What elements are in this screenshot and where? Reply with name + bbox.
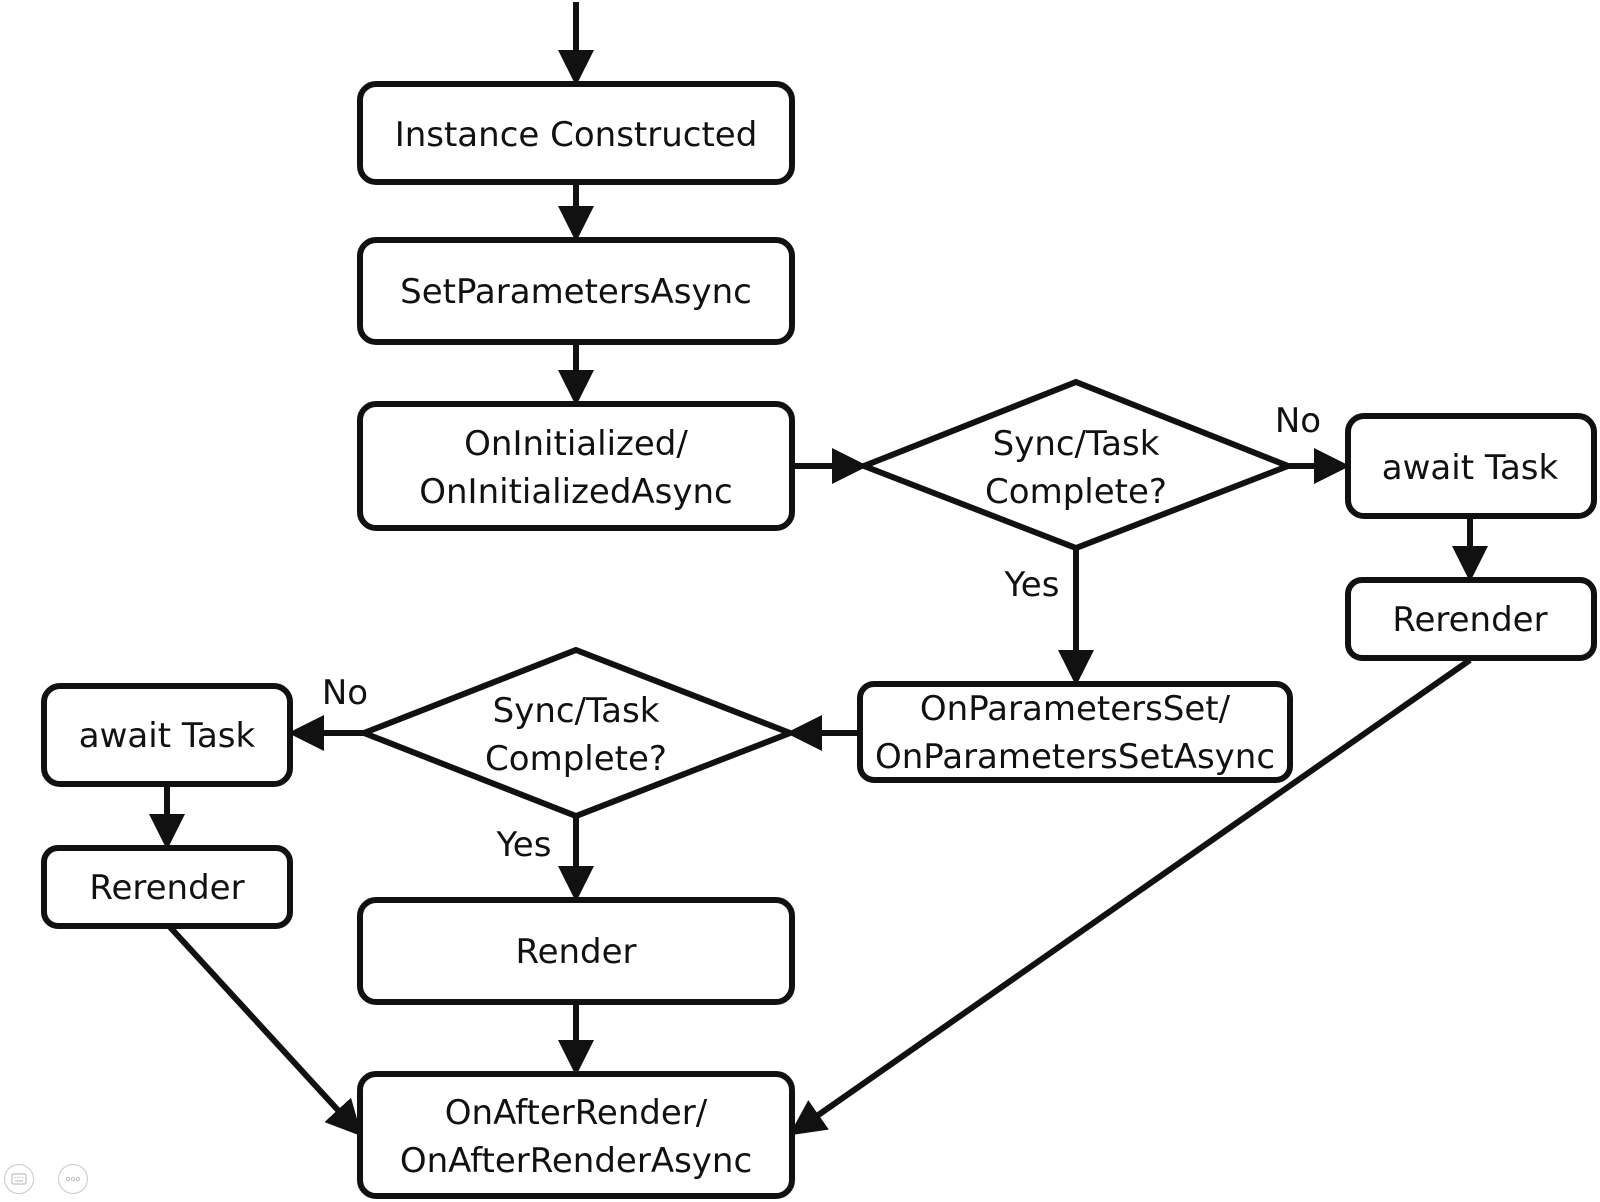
node-await-task-left: await Task [41,683,293,787]
node-on-after-render: OnAfterRender/ OnAfterRenderAsync [357,1071,795,1199]
node-rerender-left-label: Rerender [89,868,244,908]
node-set-parameters-async-label: SetParametersAsync [400,272,752,312]
node-render: Render [357,897,795,1005]
node-rerender-right-label: Rerender [1392,600,1547,640]
node-instance-constructed-label: Instance Constructed [395,115,758,155]
edge-rerender2-to-onafterrender [166,923,363,1137]
edge-rerender1-to-onafterrender [789,657,1472,1136]
edge-label-decision2-yes: Yes [496,825,552,865]
keyboard-icon [11,1173,27,1185]
node-on-after-render-label-line2: OnAfterRenderAsync [400,1141,752,1181]
edge-label-decision2-no: No [322,673,368,713]
node-on-initialized: OnInitialized/ OnInitializedAsync [357,401,795,531]
node-decision-2: Sync/Task Complete? [355,646,799,820]
node-on-initialized-label-line2: OnInitializedAsync [419,472,733,512]
edge-label-decision1-yes: Yes [1004,565,1060,605]
edges [149,2,1488,1137]
node-decision-2-label-line2: Complete? [485,739,667,779]
node-decision-1-label-line1: Sync/Task [993,424,1160,464]
more-options-icon [65,1176,81,1182]
more-options-button[interactable] [58,1164,88,1194]
node-decision-2-label-line1: Sync/Task [493,691,660,731]
node-on-after-render-label-line1: OnAfterRender/ [445,1093,708,1133]
node-set-parameters-async: SetParametersAsync [357,237,795,345]
node-await-task-right-label: await Task [1382,448,1559,488]
node-decision-1: Sync/Task Complete? [855,378,1297,552]
node-render-label: Render [515,932,636,972]
node-instance-constructed: Instance Constructed [357,81,795,185]
node-rerender-right: Rerender [1345,577,1597,661]
node-await-task-right: await Task [1345,413,1597,519]
edge-label-decision1-no: No [1275,401,1321,441]
node-await-task-left-label: await Task [79,716,256,756]
keyboard-button[interactable] [4,1164,34,1194]
node-on-parameters-set-label-line2: OnParametersSetAsync [875,737,1275,777]
node-on-parameters-set: OnParametersSet/ OnParametersSetAsync [857,681,1293,783]
node-on-initialized-label-line1: OnInitialized/ [464,424,688,464]
node-decision-1-label-line2: Complete? [985,472,1167,512]
node-rerender-left: Rerender [41,845,293,929]
node-on-parameters-set-label-line1: OnParametersSet/ [920,689,1231,729]
